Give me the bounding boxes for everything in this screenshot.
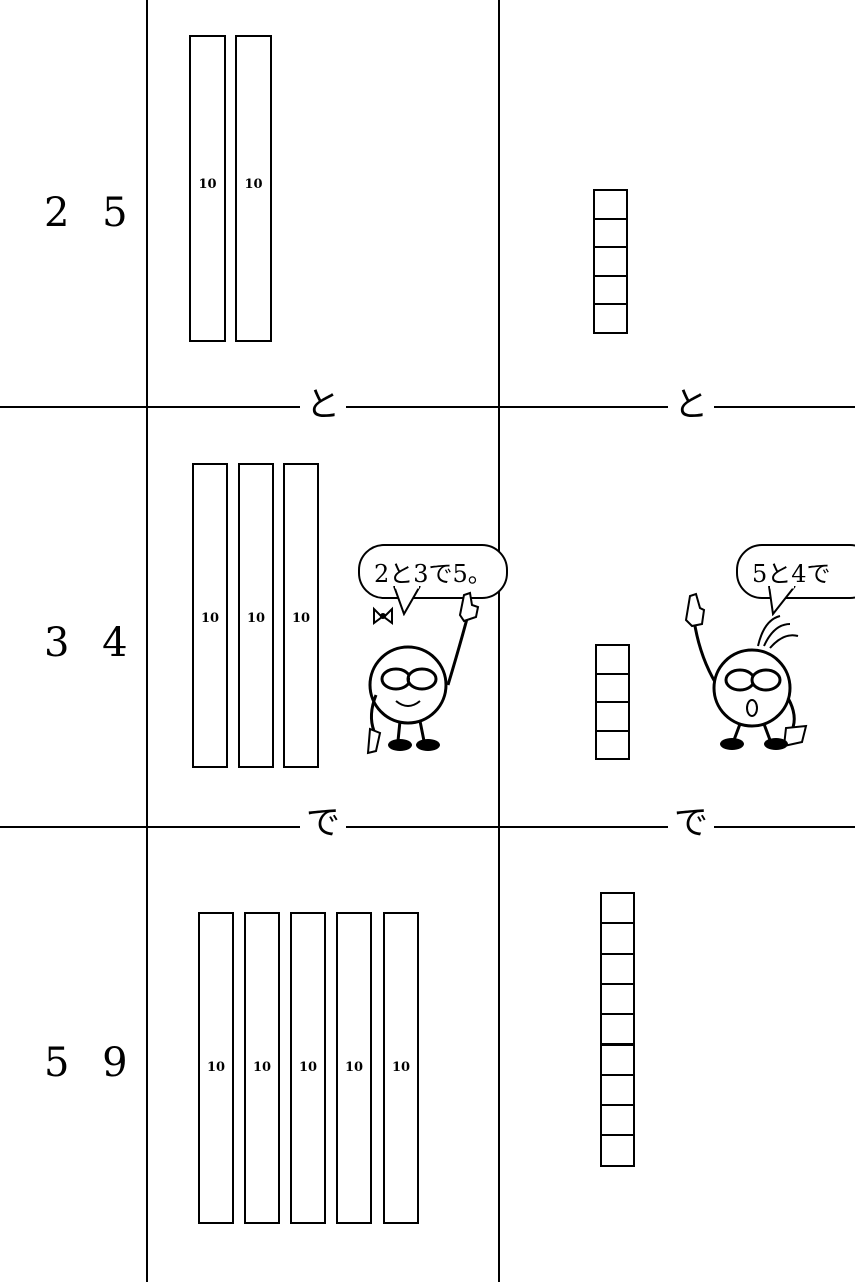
divider-vertical-1 bbox=[146, 0, 148, 1282]
tens-rod: 10 bbox=[238, 463, 274, 768]
tens-rod-label: 10 bbox=[285, 611, 317, 626]
connector-and-tens: と bbox=[300, 388, 346, 422]
tens-rod: 10 bbox=[283, 463, 319, 768]
tens-rod-label: 10 bbox=[200, 1060, 232, 1075]
tens-rod-label: 10 bbox=[240, 611, 272, 626]
ones-cube bbox=[593, 218, 628, 249]
connector-makes-ones: で bbox=[668, 806, 714, 840]
girl-character-icon bbox=[360, 575, 490, 765]
ones-cube bbox=[600, 892, 635, 924]
ones-cube bbox=[600, 953, 635, 985]
number-row-2: 3 4 bbox=[44, 620, 138, 666]
tens-rod-label: 10 bbox=[194, 611, 226, 626]
tens-rod-label: 10 bbox=[385, 1060, 417, 1075]
divider-horizontal-1 bbox=[0, 406, 855, 408]
tens-rod: 10 bbox=[244, 912, 280, 1224]
ones-cube bbox=[595, 730, 630, 761]
ones-cube bbox=[600, 1134, 635, 1166]
tens-rod: 10 bbox=[198, 912, 234, 1224]
ones-cube bbox=[600, 922, 635, 954]
tens-rod-label: 10 bbox=[246, 1060, 278, 1075]
tens-rod: 10 bbox=[189, 35, 226, 342]
tens-rod: 10 bbox=[235, 35, 272, 342]
divider-horizontal-2 bbox=[0, 826, 855, 828]
ones-cube bbox=[595, 673, 630, 704]
ones-cube bbox=[593, 275, 628, 306]
tens-rod-label: 10 bbox=[191, 177, 224, 192]
tens-rod: 10 bbox=[192, 463, 228, 768]
tens-rod-label: 10 bbox=[292, 1060, 324, 1075]
ones-cube bbox=[595, 701, 630, 732]
tens-rod: 10 bbox=[290, 912, 326, 1224]
divider-vertical-2 bbox=[498, 0, 500, 1282]
connector-makes-tens: で bbox=[300, 806, 346, 840]
number-row-1: 2 5 bbox=[44, 190, 138, 236]
ones-cube bbox=[600, 1013, 635, 1045]
ones-cube bbox=[595, 644, 630, 675]
ones-cube bbox=[593, 303, 628, 334]
ones-cube bbox=[593, 189, 628, 220]
tens-rod: 10 bbox=[383, 912, 419, 1224]
ones-cube bbox=[600, 1104, 635, 1136]
tens-rod-label: 10 bbox=[338, 1060, 370, 1075]
number-row-3: 5 9 bbox=[44, 1040, 138, 1086]
boy-character-icon bbox=[680, 580, 820, 760]
tens-rod-label: 10 bbox=[237, 177, 270, 192]
connector-and-ones: と bbox=[668, 388, 714, 422]
ones-cube bbox=[593, 246, 628, 277]
ones-cube bbox=[600, 983, 635, 1015]
ones-cube bbox=[600, 1044, 635, 1076]
ones-cube bbox=[600, 1074, 635, 1106]
tens-rod: 10 bbox=[336, 912, 372, 1224]
